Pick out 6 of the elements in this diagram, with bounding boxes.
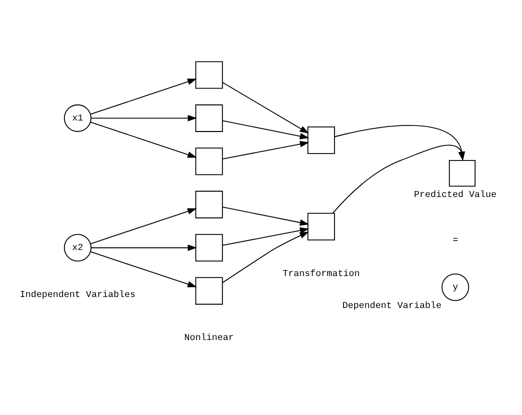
label: = — [452, 234, 458, 246]
node-label: Predicted Value — [414, 188, 497, 200]
label: Independent Variables — [20, 288, 136, 300]
label: Nonlinear — [184, 332, 234, 343]
node-label: Dependent Variable — [342, 299, 442, 310]
label: Transformation — [282, 267, 360, 278]
